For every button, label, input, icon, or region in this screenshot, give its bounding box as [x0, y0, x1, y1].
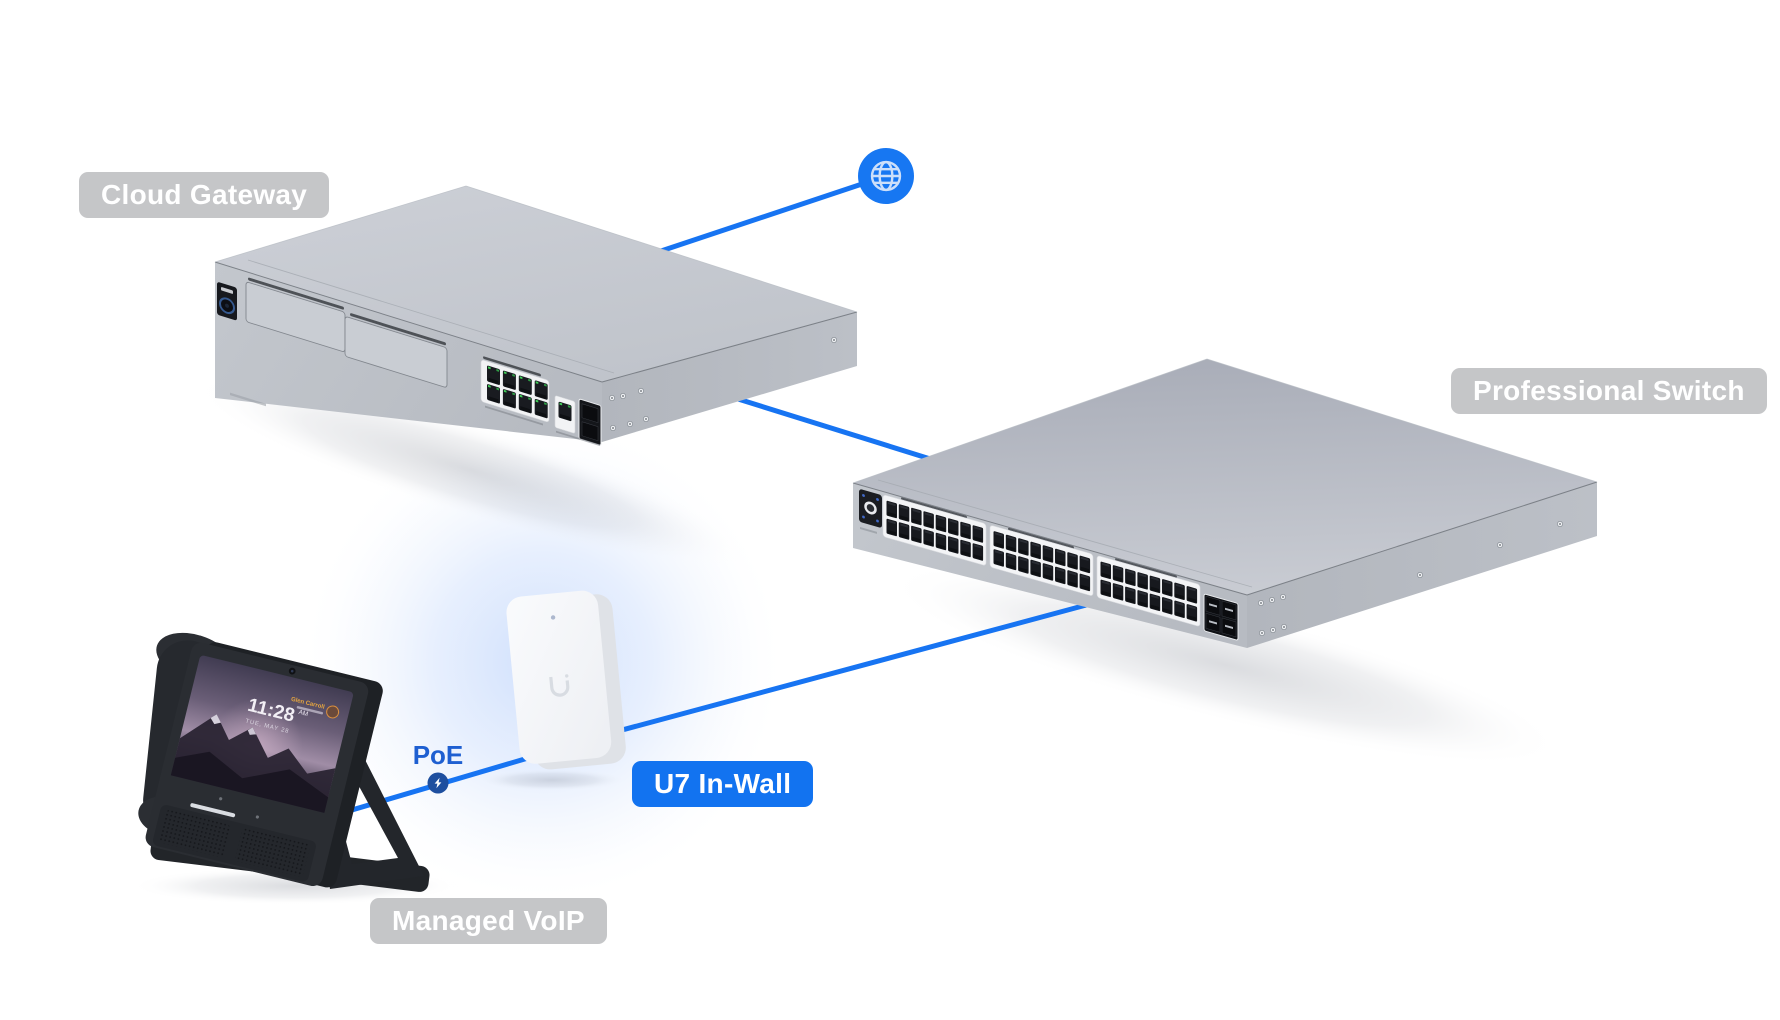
phone-meridiem: AM — [298, 709, 309, 718]
professional-switch-label: Professional Switch — [1451, 368, 1767, 414]
poe-node — [427, 772, 449, 794]
cloud-gateway-label: Cloud Gateway — [79, 172, 330, 218]
switch-front-details — [859, 489, 1239, 641]
cloud-gateway-device — [214, 185, 858, 447]
switch-side-face — [1247, 482, 1597, 648]
connection-internet-gateway — [649, 173, 889, 257]
u7-status-led — [550, 615, 556, 620]
globe-icon — [870, 160, 902, 192]
phone-speaker-grille — [153, 805, 316, 882]
professional-switch-device — [852, 358, 1598, 648]
u7-inwall-label: U7 In-Wall — [632, 761, 814, 807]
managed-voip-label: Managed VoIP — [370, 898, 607, 944]
gateway-top-face — [215, 186, 857, 382]
lightning-bolt-icon — [434, 777, 442, 789]
internet-node — [858, 148, 914, 204]
phone-screen: 11:28 AM TUE, MAY 28 Glen Carroll — [170, 655, 354, 813]
voip-phone-device: 11:28 AM TUE, MAY 28 Glen Carroll — [138, 632, 430, 892]
phone-home-indicator — [190, 803, 236, 818]
gateway-front-details — [217, 277, 602, 447]
u7-inwall-device — [506, 590, 626, 770]
gateway-side-face — [602, 312, 857, 442]
poe-label: PoE — [412, 740, 464, 770]
caller-avatar — [326, 705, 340, 719]
ubiquiti-logo-icon — [549, 676, 570, 697]
phone-body: 11:28 AM TUE, MAY 28 Glen Carroll — [145, 642, 383, 888]
connection-switch-u7 — [582, 601, 1093, 743]
connection-gateway-switch — [719, 391, 943, 465]
